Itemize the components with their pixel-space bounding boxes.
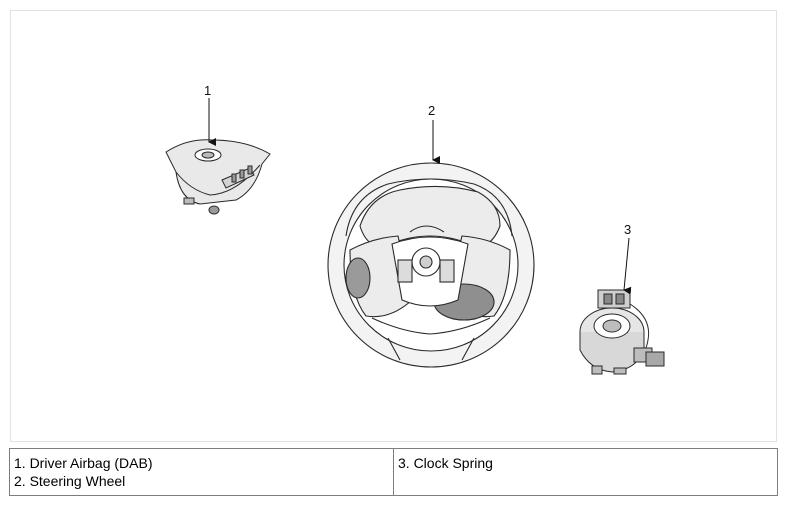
callout-2-number: 2 xyxy=(428,103,436,118)
figure-frame xyxy=(10,10,777,442)
parts-diagram xyxy=(165,98,665,375)
legend-item-steering-wheel: 2. Steering Wheel xyxy=(14,473,126,489)
legend-cell-right: 3. Clock Spring xyxy=(393,448,778,496)
legend-item-driver-airbag: 1. Driver Airbag (DAB) xyxy=(14,455,153,471)
callout-3-number: 3 xyxy=(624,222,632,237)
steering-wheel-illustration xyxy=(327,162,535,368)
legend-cell-left: 1. Driver Airbag (DAB) 2. Steering Wheel xyxy=(9,448,394,496)
parts-legend-table: 1. Driver Airbag (DAB) 2. Steering Wheel… xyxy=(9,448,778,496)
clock-spring-illustration xyxy=(579,289,665,375)
driver-airbag-illustration xyxy=(165,139,271,215)
legend-item-clock-spring: 3. Clock Spring xyxy=(398,455,493,471)
table-row: 1. Driver Airbag (DAB) 2. Steering Wheel… xyxy=(9,448,778,496)
callout-3-leader xyxy=(623,237,632,295)
callout-1-number: 1 xyxy=(204,83,212,98)
